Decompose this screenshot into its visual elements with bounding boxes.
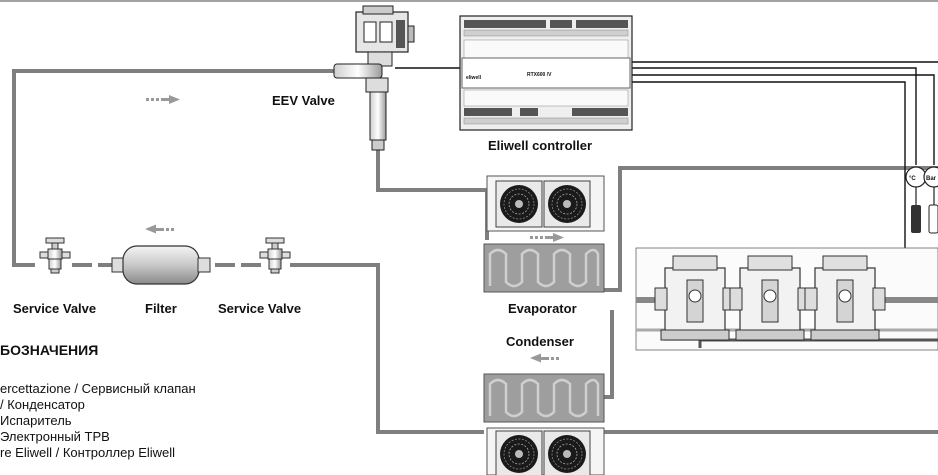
flow-arrow-right-evaporator (530, 233, 564, 242)
controller-label: Eliwell controller (488, 138, 592, 153)
service-valve-right-label: Service Valve (218, 301, 301, 316)
compressor-2[interactable] (729, 255, 811, 341)
temperature-sensor[interactable]: °C (905, 166, 927, 233)
eev-valve[interactable] (333, 5, 415, 151)
condenser-fans (486, 427, 605, 475)
service-valve-left-label: Service Valve (13, 301, 96, 316)
legend-item-evaporator: Испаритель (0, 413, 72, 428)
wire-controller-right-2 (632, 81, 906, 330)
pipe-evaporator-to-suction (604, 166, 938, 292)
pipe-liquid-line-left (12, 69, 338, 267)
pipe-condenser-side (604, 310, 614, 399)
legend-item-controller: re Eliwell / Контроллер Eliwell (0, 445, 175, 460)
wire-temp-sensor (632, 67, 917, 165)
condenser-coil[interactable] (483, 373, 605, 423)
temperature-sensor-label: °C (909, 176, 916, 182)
eliwell-controller[interactable] (459, 15, 633, 131)
wire-pressure-sensor (632, 74, 935, 165)
flow-arrow-left-condenser (530, 353, 559, 363)
evaporator-fans (486, 175, 605, 232)
filter[interactable] (111, 245, 211, 285)
compressor-1[interactable] (654, 255, 736, 341)
legend-item-eev: Электронный ТРВ (0, 429, 110, 444)
condenser-label: Condenser (506, 334, 574, 349)
pipe-eev-to-evaporator (376, 150, 489, 240)
compressor-3[interactable] (804, 255, 886, 341)
evaporator-label: Evaporator (508, 301, 577, 316)
filter-label: Filter (145, 301, 177, 316)
flow-arrow-left-filter (145, 224, 174, 234)
eev-valve-label: EEV Valve (272, 93, 335, 108)
legend-item-service-valve: ercettazione / Сервисный клапан (0, 381, 196, 396)
pressure-sensor-label: Bar (926, 176, 937, 182)
flow-arrow-right-top (146, 95, 180, 104)
legend-title: БОЗНАЧЕНИЯ (0, 342, 98, 358)
service-valve-left[interactable] (39, 237, 71, 274)
controller-brand-logo: eliwell (466, 75, 482, 81)
pipe-to-condenser (290, 263, 484, 434)
service-valve-right[interactable] (259, 237, 291, 274)
pressure-sensor[interactable]: Bar (923, 166, 938, 234)
legend-item-condenser: / Конденсатор (0, 397, 85, 412)
controller-model-label: RTX600 /V (527, 72, 552, 78)
evaporator-coil[interactable] (483, 243, 605, 293)
